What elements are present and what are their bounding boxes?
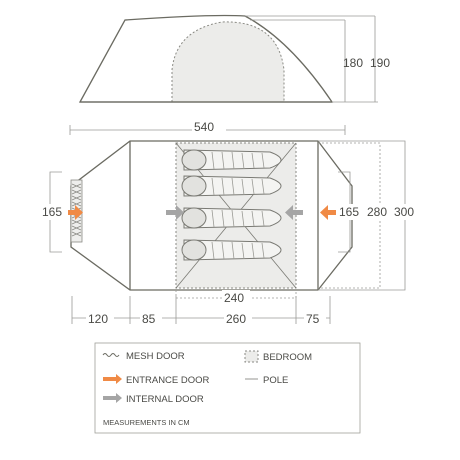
segment-porch-right-label: 75 <box>306 312 320 326</box>
total-length-label: 540 <box>194 120 214 134</box>
bedroom-width-label: 240 <box>224 291 244 305</box>
sleeping-bag-body <box>183 207 282 229</box>
sleeping-bag <box>181 239 282 261</box>
arrow-head <box>116 374 122 384</box>
sleeping-bag-hood <box>181 207 207 229</box>
sleeping-bag-hood <box>181 175 207 197</box>
legend: MESH DOOR ENTRANCE DOOR INTERNAL DOOR BE… <box>94 342 361 434</box>
internal-arrow-icon <box>103 393 122 403</box>
mesh-door-icon <box>102 353 120 357</box>
sleeping-bag-quilting <box>211 177 265 196</box>
height-outer-label: 190 <box>370 56 390 70</box>
segment-bedroom-label: 260 <box>226 312 246 326</box>
arrow-head <box>116 393 122 403</box>
segment-label-bg <box>304 311 326 326</box>
sleeping-bag-quilting <box>211 241 265 260</box>
width-left-label-bg <box>40 204 62 220</box>
arrow-shaft <box>328 210 336 215</box>
segment-label-bg <box>224 311 252 326</box>
sleeping-bag-hood <box>181 149 207 171</box>
sleeping-bags <box>181 149 282 261</box>
sleeping-bag-quilting <box>211 151 265 170</box>
arrow-head <box>75 205 83 220</box>
entrance-door-arrow-left <box>68 205 83 220</box>
legend-measurements-note: MEASUREMENTS IN CM <box>103 418 190 427</box>
arrow-shaft <box>103 377 116 381</box>
arrow-shaft <box>103 396 116 400</box>
legend-bedroom-label: BEDROOM <box>263 352 312 363</box>
sleeping-bag-hood <box>181 239 207 261</box>
sleeping-bag <box>181 175 282 197</box>
height-inner-label: 180 <box>343 56 363 70</box>
internal-door-arrow-left <box>166 205 184 220</box>
segment-porch-left-label: 120 <box>88 312 108 326</box>
arrow-head <box>176 205 184 220</box>
legend-mesh-door-label: MESH DOOR <box>126 351 185 362</box>
segment-label-bg <box>140 311 162 326</box>
sleeping-bag-body <box>183 239 282 261</box>
bedroom-width-label-bg <box>222 290 250 306</box>
arrow-head <box>320 205 328 220</box>
width-left-label: 165 <box>42 205 62 219</box>
arrow-head <box>285 205 293 220</box>
arrow-shaft <box>68 210 75 215</box>
width-inner-bracket <box>318 142 381 289</box>
arrow-shaft <box>166 210 176 215</box>
side-elevation: 180 190 <box>78 14 390 103</box>
width-right-label: 165 <box>339 205 359 219</box>
total-length-label-bg <box>192 119 226 135</box>
legend-pole-label: POLE <box>263 375 288 386</box>
sleeping-bag <box>181 207 282 229</box>
width-outer-label: 300 <box>394 205 414 219</box>
width-right-label-bg <box>337 204 363 220</box>
segment-label-bg <box>86 311 114 326</box>
arrow-shaft <box>293 210 303 215</box>
segment-vestibule-label: 85 <box>142 312 156 326</box>
width-outer-label-bg <box>393 204 419 220</box>
width-inner-label-bg <box>366 204 392 220</box>
total-length-dimension: 540 <box>69 119 346 135</box>
width-inner-label: 280 <box>367 205 387 219</box>
sleeping-bag-body <box>183 175 282 197</box>
legend-entrance-door-label: ENTRANCE DOOR <box>126 375 210 386</box>
sleeping-bag-quilting <box>211 209 265 228</box>
internal-door-arrow-right <box>285 205 303 220</box>
sleeping-bag <box>181 149 282 171</box>
plan-view <box>68 140 353 291</box>
plan-dimensions: 165 165 280 300 240 120 85 260 75 <box>40 140 419 326</box>
entrance-door-arrow-right <box>320 205 336 220</box>
legend-box <box>94 342 361 434</box>
elevation-door-panel <box>171 21 285 103</box>
bedroom-swatch-icon <box>244 350 259 363</box>
sleeping-bag-body <box>183 149 282 171</box>
legend-internal-door-label: INTERNAL DOOR <box>126 394 204 405</box>
entrance-arrow-icon <box>103 374 122 384</box>
